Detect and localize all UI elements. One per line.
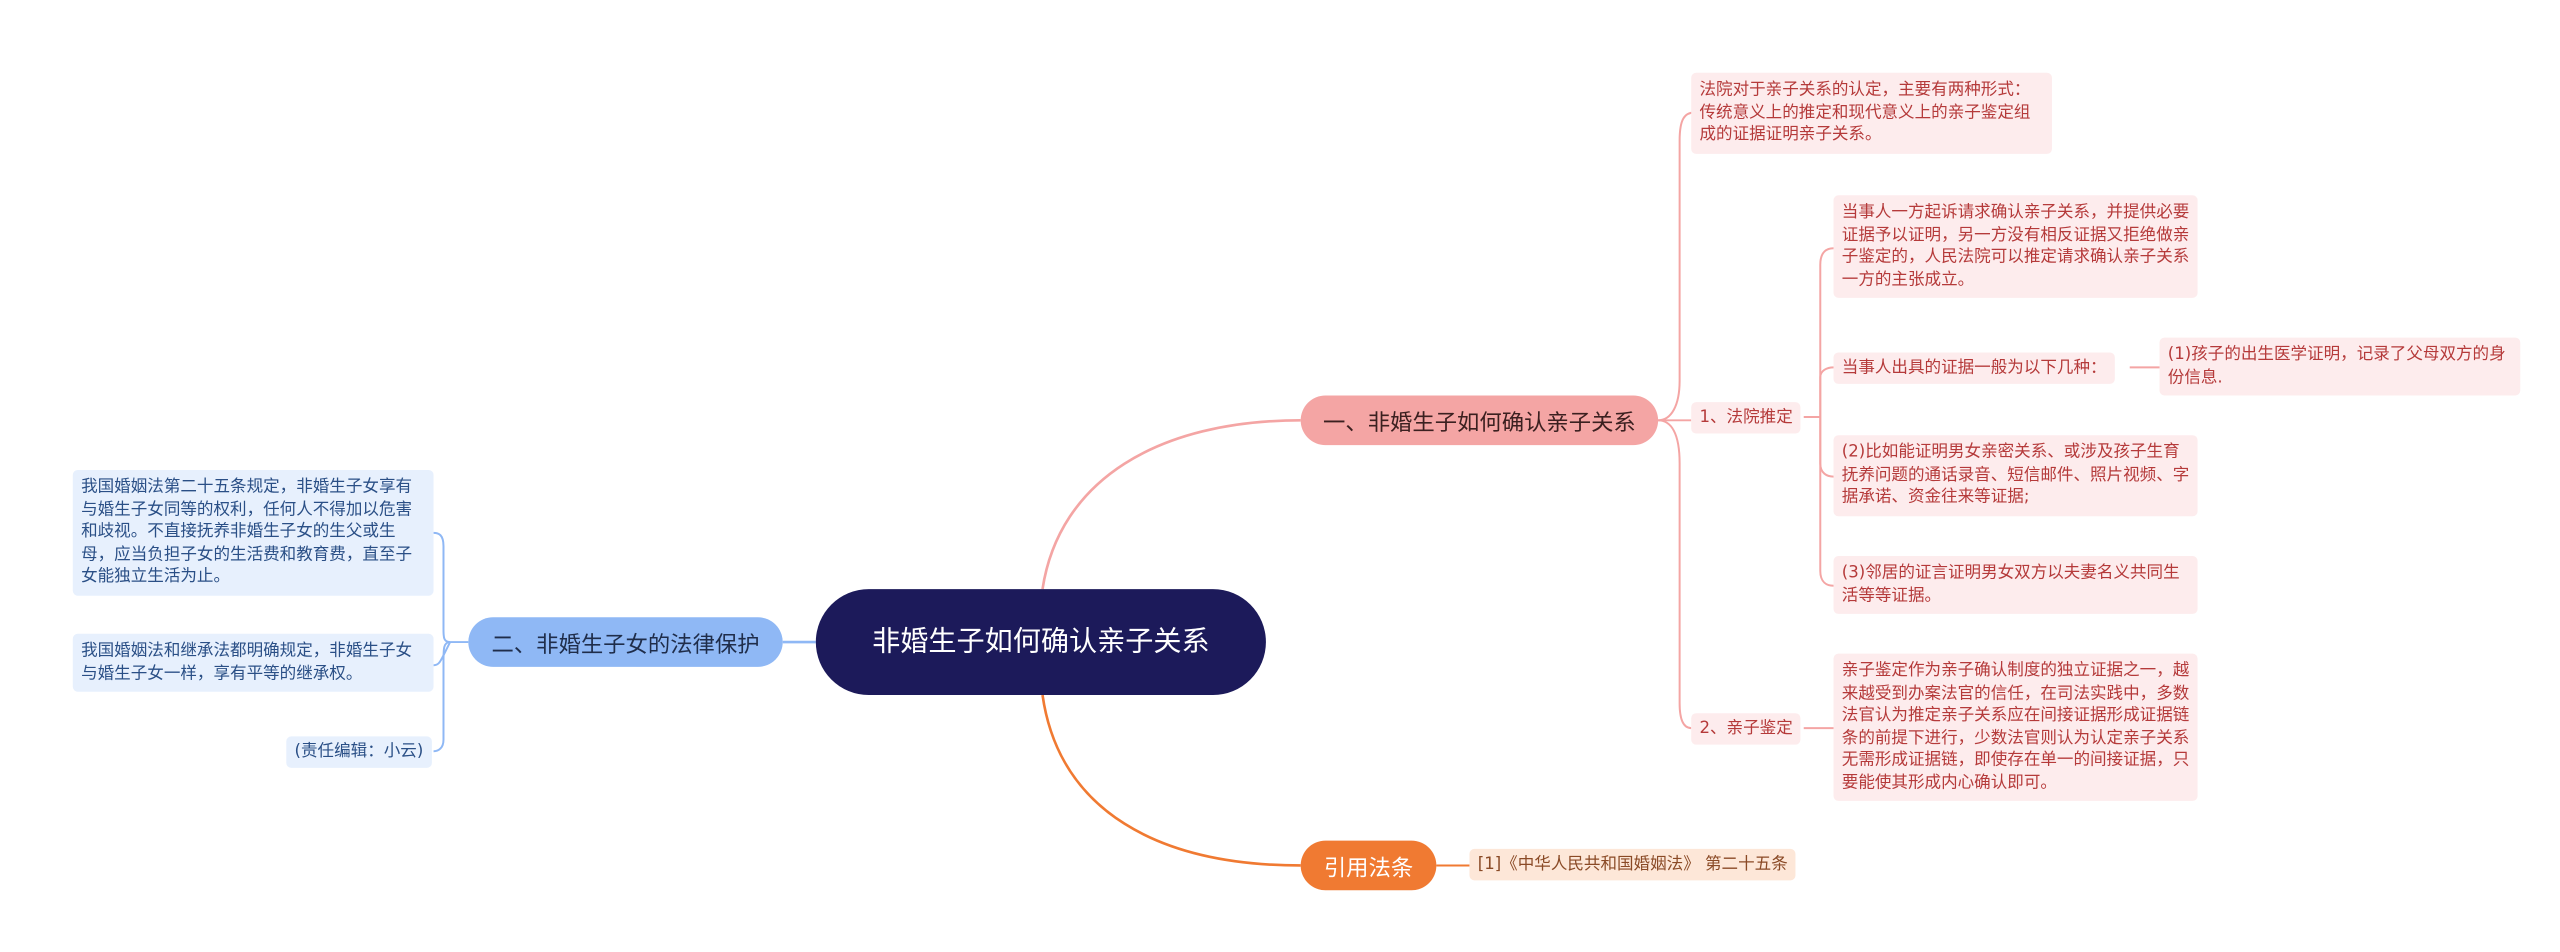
- branch-cited-law[interactable]: 引用法条: [1300, 840, 1437, 891]
- court-item-2[interactable]: 当事人出具的证据一般为以下几种：: [1833, 352, 2115, 384]
- branch-confirm-paternity[interactable]: 一、非婚生子如何确认亲子关系: [1300, 395, 1659, 446]
- branch-legal-protection[interactable]: 二、非婚生子女的法律保护: [468, 617, 783, 667]
- root-topic[interactable]: 非婚生子如何确认亲子关系: [815, 589, 1266, 696]
- dna-test-text[interactable]: 亲子鉴定作为亲子确认制度的独立证据之一，越来越受到办案法官的信任，在司法实践中，…: [1833, 653, 2198, 801]
- editor-note[interactable]: (责任编辑：小云): [286, 736, 432, 768]
- protection-item-2[interactable]: 我国婚姻法和继承法都明确规定，非婚生子女与婚生子女一样，享有平等的继承权。: [72, 633, 434, 692]
- court-item-1[interactable]: 当事人一方起诉请求确认亲子关系，并提供必要证据予以证明，另一方没有相反证据又拒绝…: [1833, 195, 2198, 298]
- court-item-3[interactable]: (2)比如能证明男女亲密关系、或涉及孩子生育抚养问题的通话录音、短信邮件、照片视…: [1833, 435, 2198, 516]
- dna-test-label[interactable]: 2、亲子鉴定: [1691, 713, 1802, 745]
- court-sub-item[interactable]: (1)孩子的出生医学证明，记录了父母双方的身份信息.: [2159, 337, 2521, 396]
- cited-law-item[interactable]: [1]《中华人民共和国婚姻法》 第二十五条: [1469, 848, 1797, 881]
- court-item-4[interactable]: (3)邻居的证言证明男女双方以夫妻名义共同生活等等证据。: [1833, 556, 2198, 614]
- court-presumption-label[interactable]: 1、法院推定: [1691, 402, 1802, 434]
- protection-item-1[interactable]: 我国婚姻法第二十五条规定，非婚生子女享有与婚生子女同等的权利，任何人不得加以危害…: [72, 469, 434, 595]
- intro-note[interactable]: 法院对于亲子关系的认定，主要有两种形式：传统意义上的推定和现代意义上的亲子鉴定组…: [1691, 72, 2052, 154]
